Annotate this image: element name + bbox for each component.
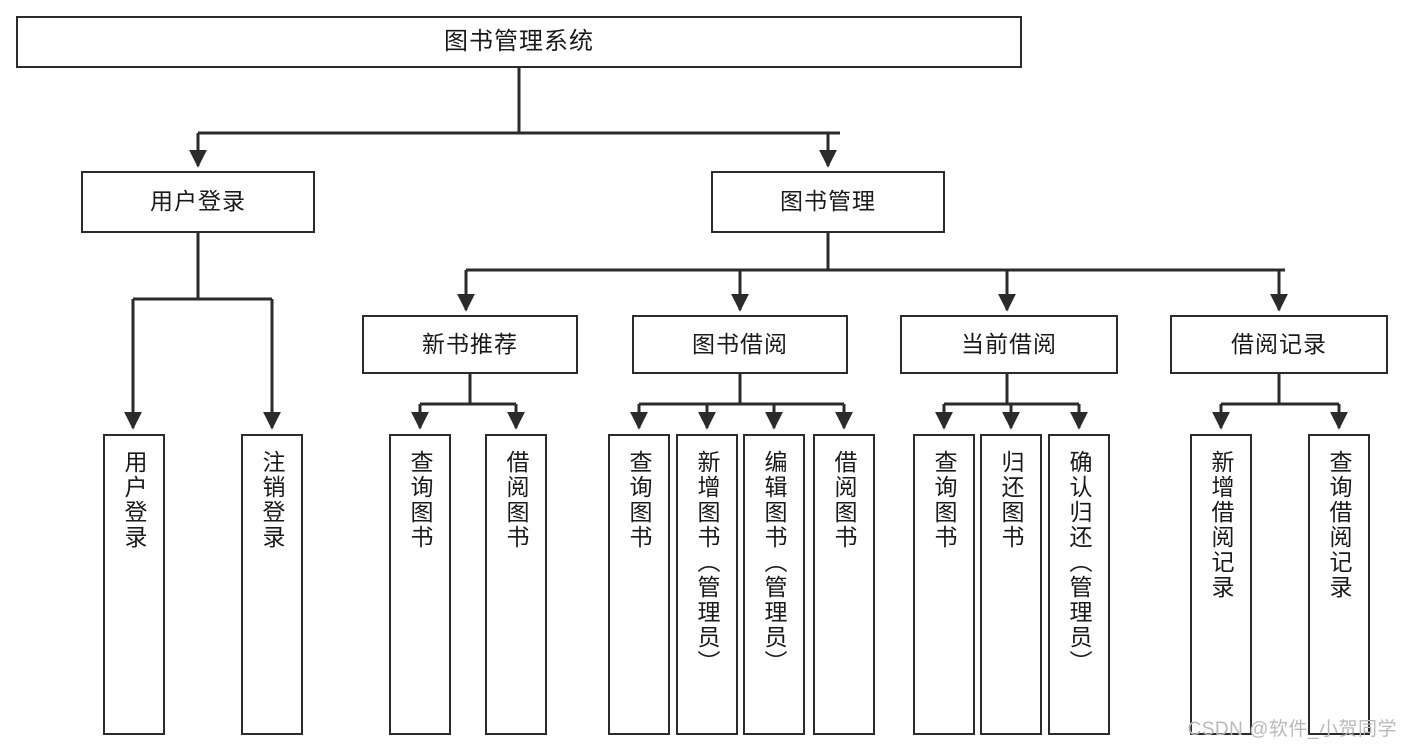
node-book-borrow[interactable]: 图书借阅 — [632, 315, 848, 374]
node-leaf-borrow-query-book[interactable]: 查询图书 — [608, 434, 670, 735]
node-leaf-record-query-record[interactable]: 查询借阅记录 — [1308, 434, 1370, 735]
node-label: 用户登录 — [121, 450, 148, 550]
node-label: 查询图书 — [931, 450, 958, 550]
node-label: 图书借阅 — [692, 330, 788, 357]
node-leaf-user-logout[interactable]: 注销登录 — [241, 434, 303, 735]
node-label: 归还图书 — [998, 450, 1025, 550]
node-leaf-borrow-edit-book-admin[interactable]: 编辑图书（管理员） — [743, 434, 805, 735]
node-label: 借阅记录 — [1231, 330, 1327, 357]
node-label: 编辑图书（管理员） — [761, 450, 788, 675]
node-label: 新书推荐 — [422, 330, 518, 357]
node-current-borrow[interactable]: 当前借阅 — [900, 315, 1118, 374]
node-leaf-borrow-add-book-admin[interactable]: 新增图书（管理员） — [676, 434, 738, 735]
node-leaf-current-return-book[interactable]: 归还图书 — [980, 434, 1042, 735]
node-leaf-borrow-borrow-book[interactable]: 借阅图书 — [813, 434, 875, 735]
node-leaf-newbook-borrow-book[interactable]: 借阅图书 — [485, 434, 547, 735]
node-leaf-current-confirm-return-admin[interactable]: 确认归还（管理员） — [1048, 434, 1110, 735]
node-leaf-current-query-book[interactable]: 查询图书 — [913, 434, 975, 735]
node-label: 查询图书 — [407, 450, 434, 550]
node-leaf-user-login[interactable]: 用户登录 — [103, 434, 165, 735]
node-label: 查询图书 — [626, 450, 653, 550]
node-label: 确认归还（管理员） — [1066, 450, 1093, 675]
node-book-management[interactable]: 图书管理 — [711, 171, 945, 233]
node-label: 借阅图书 — [831, 450, 858, 550]
node-label: 当前借阅 — [961, 330, 1057, 357]
node-label: 注销登录 — [259, 450, 286, 550]
node-borrow-record[interactable]: 借阅记录 — [1170, 315, 1388, 374]
node-label: 用户登录 — [150, 188, 246, 215]
node-label: 图书管理 — [780, 188, 876, 215]
node-label: 新增借阅记录 — [1208, 450, 1235, 600]
node-root-library-system[interactable]: 图书管理系统 — [16, 16, 1022, 68]
csdn-watermark: CSDN @软件_小贺同学 — [1187, 719, 1397, 740]
node-label: 借阅图书 — [503, 450, 530, 550]
node-user-login[interactable]: 用户登录 — [81, 171, 315, 233]
node-leaf-newbook-query-book[interactable]: 查询图书 — [389, 434, 451, 735]
node-leaf-record-add-record[interactable]: 新增借阅记录 — [1190, 434, 1252, 735]
node-new-book-recommend[interactable]: 新书推荐 — [362, 315, 578, 374]
node-label: 新增图书（管理员） — [694, 450, 721, 675]
node-label: 图书管理系统 — [444, 27, 594, 55]
node-label: 查询借阅记录 — [1326, 450, 1353, 600]
